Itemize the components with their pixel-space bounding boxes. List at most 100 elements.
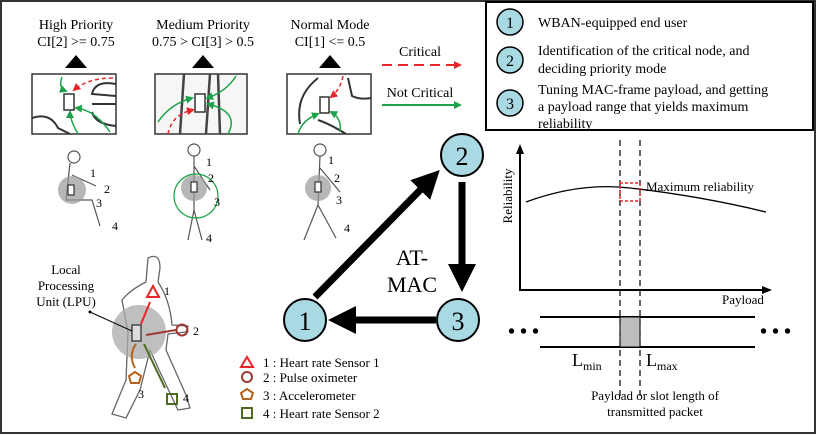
circle-sensor-icon [175,323,189,337]
lpu-label-line: Processing [38,278,95,293]
critical-label: Critical [399,45,441,60]
link-sensor-4 [143,343,166,389]
node-number: 1 [299,307,312,336]
figure-walking [303,143,341,241]
node-number: 1 [328,153,334,167]
figure-large-walking [88,255,191,419]
node-number: 2 [334,171,340,185]
mode-condition: 0.75 > CI[3] > 0.5 [152,35,254,50]
node-number: 3 [452,307,465,336]
mode-condition: CI[2] >= 0.75 [37,35,115,50]
figure-walking-labels: 1 2 3 4 [328,153,350,235]
node-number: 3 [96,196,102,210]
step-badge [496,46,524,74]
arrow-1-to-2 [312,170,440,300]
mode-zoom-high [31,73,117,135]
link-sensor-2 [145,329,177,336]
payload-bar: • • • • • • Lmin Lmax Payload or slot le… [508,316,791,419]
step-text: a payload range that yields maximum [538,100,748,115]
reliability-chart: Reliability Payload Maximum reliability [500,140,772,398]
sensor-legend: 1 : Heart rate Sensor 1 2 : Pulse oximet… [239,355,380,421]
node-number: 4 [183,391,189,405]
max-reliability-box [619,182,641,202]
reliability-curve [525,186,767,213]
node-number: 2 [193,324,199,338]
lpu-label-line: Unit (LPU) [36,294,96,309]
step-badge [496,8,524,36]
mode-headings: High Priority CI[2] >= 0.75 Medium Prior… [37,18,369,50]
optimal-payload-range [619,316,641,348]
lmin-label: Lmin [572,350,602,373]
pentagon-icon [239,387,255,400]
mode-zoom-normal [286,73,372,135]
step-text: WBAN-equipped end user [538,16,688,31]
triangle-icon [239,355,255,368]
steps-box: 1 WBAN-equipped end user 2 Identificatio… [485,1,814,132]
square-icon [241,407,253,419]
circle-icon [241,371,253,383]
step-text: Tuning MAC-frame payload, and getting [538,83,768,98]
sensor-legend-item: 2 : Pulse oximeter [263,370,358,385]
sensor-legend-item: 1 : Heart rate Sensor 1 [263,355,380,370]
cycle-label: MAC [387,272,437,297]
mode-title: Normal Mode [291,18,370,33]
y-axis-label: Reliability [500,168,515,223]
square-sensor-icon [166,393,178,405]
lmax-label: Lmax [646,350,678,373]
node-number: 4 [344,221,350,235]
cycle-node-3: 3 [436,298,480,342]
node-number: 3 [138,387,144,401]
node-number: 1 [90,166,96,180]
step-number: 2 [506,53,514,70]
mode-zoom-medium [154,73,248,135]
sensor-legend-item: 4 : Heart rate Sensor 2 [263,406,380,421]
step-text: reliability [538,117,592,132]
triangle-sensor-icon [145,283,161,298]
triangle-icon [65,55,87,68]
cycle-node-1: 1 [283,298,327,342]
link-sensor-3 [130,343,137,369]
node-number: 4 [206,231,212,245]
at-mac-cycle: 1 2 3 AT- MAC [283,133,484,342]
node-number: 1 [206,155,212,169]
node-number: 2 [104,182,110,196]
link-sensor-1 [140,301,151,325]
x-axis-label: Payload [722,292,764,307]
mode-condition: CI[1] <= 0.5 [295,35,366,50]
sensor-legend-item: 3 : Accelerometer [263,388,356,403]
lpu-label-line: Local [51,262,81,277]
cycle-label: AT- [396,245,428,270]
triangle-icon [319,55,341,68]
max-reliability-label: Maximum reliability [646,179,754,194]
mode-title: Medium Priority [156,18,250,33]
node-number: 1 [164,284,170,298]
node-number: 2 [456,142,469,171]
lpu-label: Local Processing Unit (LPU) [36,262,96,309]
figure-large-labels: 1 2 3 4 [138,284,199,405]
pointer-triangles [65,55,341,68]
figure-standing [173,143,219,241]
node-number: 3 [214,195,220,209]
step-number: 1 [506,15,514,32]
node-number: 2 [208,171,214,185]
step-number: 3 [506,96,514,113]
step-text: Identification of the critical node, and [538,44,749,59]
mode-title: High Priority [39,18,113,33]
cycle-node-2: 2 [440,133,484,177]
figure-sitting-labels: 1 2 3 4 [90,166,118,233]
step-badge [496,89,524,117]
node-number: 3 [336,193,342,207]
node-number: 4 [112,219,118,233]
triangle-icon [192,55,214,68]
pentagon-sensor-icon [127,370,143,384]
figure-standing-labels: 1 2 3 4 [206,155,220,245]
step-text: deciding priority mode [538,62,666,77]
caption-line: transmitted packet [607,404,703,419]
ellipsis-left: • • • [508,321,539,343]
ellipsis-right: • • • [760,321,791,343]
not-critical-label: Not Critical [387,86,454,101]
caption-line: Payload or slot length of [591,388,719,403]
figure-sitting [58,150,101,227]
